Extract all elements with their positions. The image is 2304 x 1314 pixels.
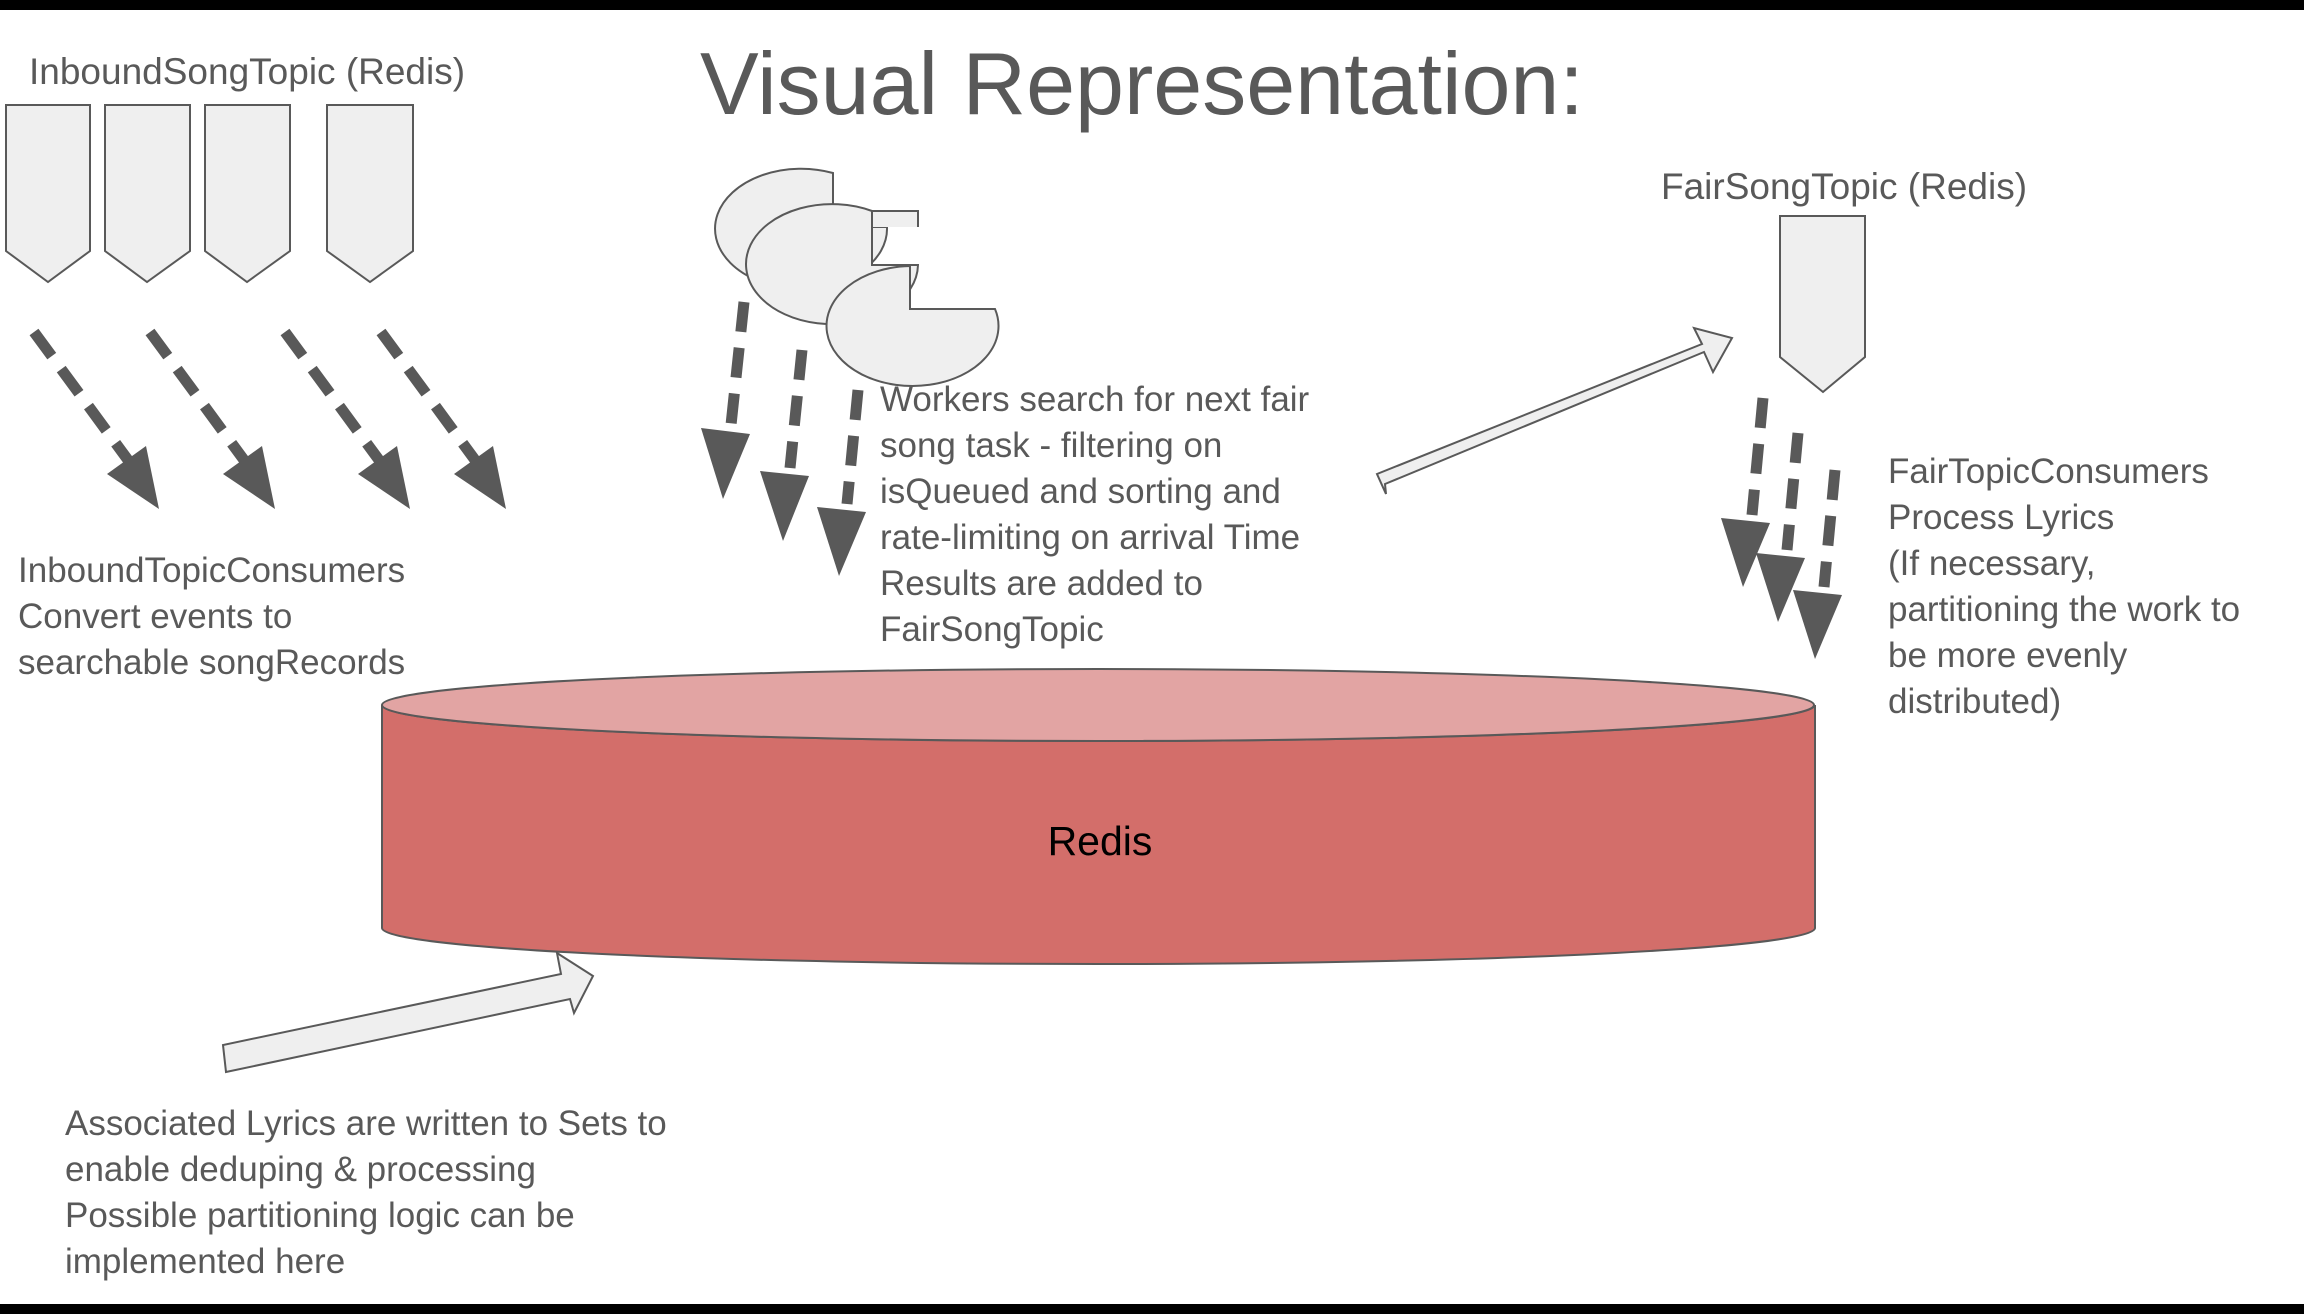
redis-cylinder	[381, 668, 1816, 966]
inbound-partition-1	[5, 104, 91, 284]
worker-dashed-arrows	[701, 301, 866, 576]
fair-consumers-text: FairTopicConsumers Process Lyrics (If ne…	[1888, 452, 2241, 721]
fair-dashed-arrow-3	[1793, 469, 1842, 659]
lyrics-description: Associated Lyrics are written to Sets to…	[65, 1104, 667, 1281]
fair-topic-label: FairSongTopic (Redis)	[1661, 166, 2028, 207]
slide-canvas: Visual Representation: InboundSongTopic …	[0, 10, 2304, 1304]
redis-label: Redis	[1047, 818, 1153, 864]
worker-shape-1-wedge	[871, 210, 919, 227]
lyrics-to-redis-arrow	[221, 950, 595, 1074]
inbound-topic-label: InboundSongTopic (Redis)	[29, 51, 466, 92]
fair-dashed-arrow-2	[1756, 432, 1805, 622]
to-fair-topic-arrow	[1375, 326, 1734, 495]
worker-dashed-arrow-1	[701, 301, 750, 499]
diagram-canvas	[5, 104, 1866, 1074]
inbound-dashed-arrow-1	[29, 328, 159, 509]
fair-dashed-arrow-1	[1721, 397, 1770, 587]
fair-dashed-arrows	[1721, 397, 1842, 659]
worker-shape-3	[825, 264, 1000, 387]
redis-cylinder-top	[381, 668, 1815, 742]
inbound-partitions	[5, 104, 414, 284]
workers-description: Workers search for next fair song task -…	[880, 380, 1310, 649]
inbound-dashed-arrow-3	[280, 328, 410, 509]
worker-shapes	[714, 167, 1000, 387]
inbound-dashed-arrow-4	[376, 328, 506, 509]
inbound-partition-2	[104, 104, 191, 284]
worker-dashed-arrow-3	[817, 389, 866, 576]
slide-title: Visual Representation:	[700, 34, 1584, 133]
worker-dashed-arrow-2	[760, 349, 809, 541]
inbound-partition-3	[204, 104, 291, 284]
inbound-partition-4	[326, 104, 414, 284]
inbound-dashed-arrows	[29, 328, 506, 509]
inbound-dashed-arrow-2	[145, 328, 275, 509]
inbound-consumers-text: InboundTopicConsumers Convert events to …	[18, 551, 406, 682]
fair-partition	[1779, 215, 1866, 394]
